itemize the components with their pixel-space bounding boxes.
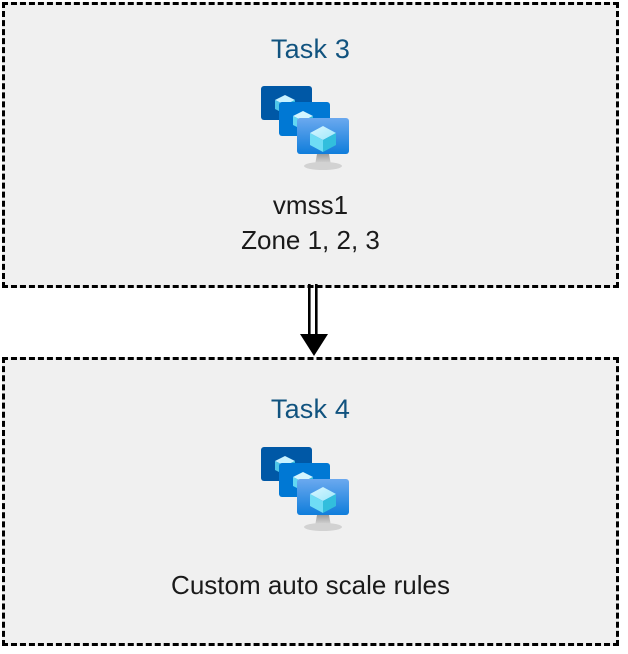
task-caption: Custom auto scale rules [171, 568, 450, 603]
caption-line: vmss1 [272, 190, 349, 220]
task-caption: vmss1 Zone 1, 2, 3 [241, 188, 380, 257]
task-box-task-4[interactable]: Task 4 [2, 357, 619, 646]
double-line-down-arrow-icon [300, 284, 328, 356]
task-title: Task 4 [270, 394, 351, 424]
caption-line: Zone 1, 2, 3 [241, 224, 380, 255]
task-box-task-3[interactable]: Task 3 [2, 2, 619, 288]
caption-line: Custom auto scale rules [171, 570, 450, 600]
task-title: Task 3 [270, 34, 351, 64]
azure-vm-scale-set-icon [260, 86, 349, 170]
azure-vm-scale-set-icon [260, 447, 349, 531]
